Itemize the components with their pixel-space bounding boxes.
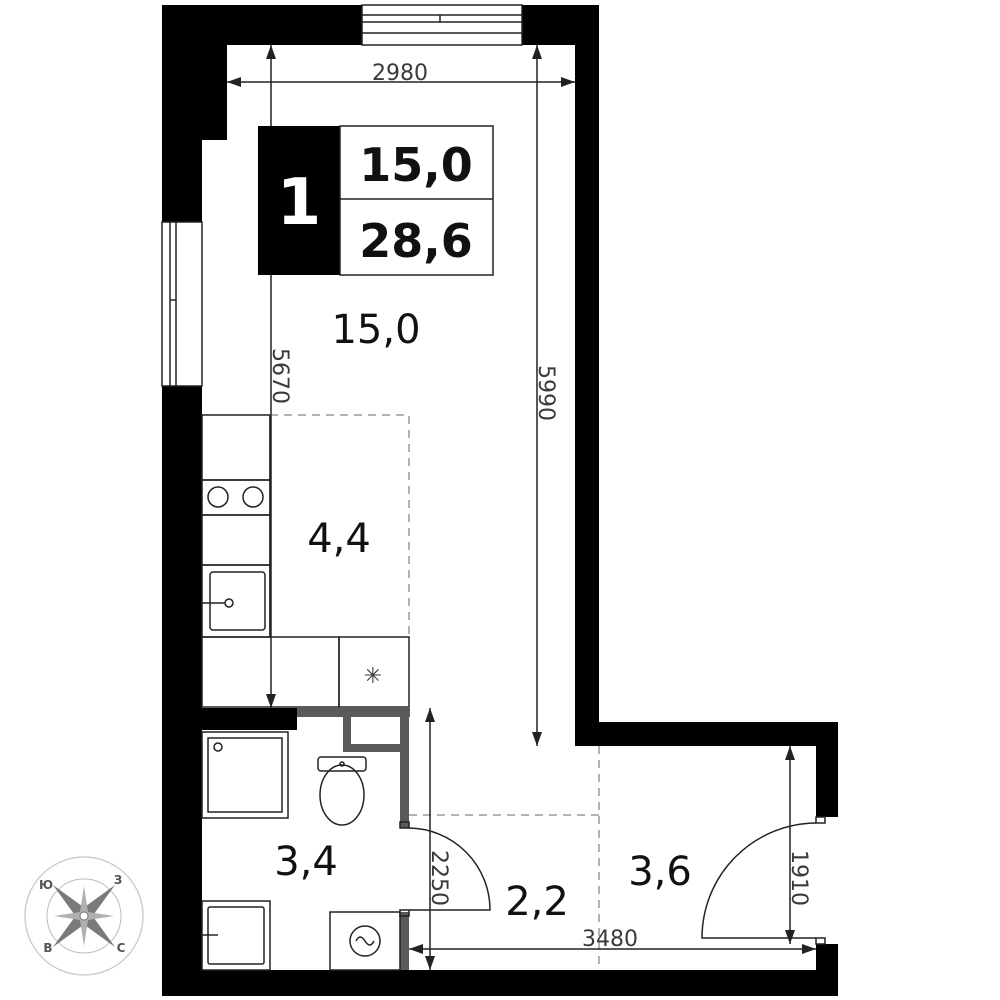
shower-inner — [207, 737, 283, 813]
toilet-tank — [317, 756, 367, 772]
compass-label-top-right: З — [114, 873, 123, 887]
badge-rooms-count: 1 — [277, 166, 322, 240]
badge-total-area: 28,6 — [359, 214, 473, 268]
wall-left-lower — [162, 386, 202, 996]
kitchen-units: ✳ — [201, 414, 410, 708]
wall-right — [575, 5, 599, 746]
badge-areas-box — [339, 125, 494, 276]
room-corridor-area: 2,2 — [505, 879, 569, 925]
partition-bath-top — [297, 708, 410, 717]
partition-shaft-bottom — [343, 744, 409, 752]
window-left — [161, 221, 203, 387]
burner-icon — [207, 486, 229, 508]
door-entry-jamb-top — [815, 816, 826, 824]
apartment-badge: 1 15,0 28,6 — [258, 125, 494, 276]
dim-top-width: 2980 — [372, 61, 428, 86]
room-kitchen-area: 4,4 — [307, 516, 371, 562]
window-top — [361, 4, 523, 46]
door-bath-jamb-bottom — [399, 909, 410, 917]
stove — [201, 479, 271, 516]
toilet-bowl — [319, 764, 365, 826]
partition-shaft-left — [343, 708, 351, 752]
door-entry-jamb-bottom — [815, 937, 826, 945]
doors — [399, 816, 826, 945]
wall-left-upper — [162, 5, 202, 222]
washer-drum-icon — [349, 925, 381, 957]
kitchen-zone — [270, 414, 410, 637]
kitchen-counter-mid — [201, 514, 271, 566]
wall-hall-top — [575, 722, 838, 746]
dim-left-height: 5670 — [267, 348, 292, 404]
shower-tray — [201, 731, 289, 819]
wall-bath-top — [202, 708, 297, 730]
compass-label-top-left: Ю — [39, 878, 53, 892]
wall-top-left — [202, 5, 362, 45]
kitchen-counter-top — [201, 414, 271, 481]
partition-bath-right-lower — [400, 912, 409, 970]
badge-living-area: 15,0 — [359, 138, 473, 192]
partition-bath-right — [400, 708, 409, 828]
room-living-area: 15,0 — [331, 307, 420, 353]
toilet-button-icon — [339, 761, 345, 767]
compass-rose-icon: З Ю В С — [24, 856, 144, 976]
bathroom-fixtures — [201, 731, 401, 971]
walls — [162, 5, 838, 996]
dim-entry-height: 1910 — [786, 850, 811, 906]
dim-right-height: 5990 — [533, 365, 558, 421]
washing-machine — [329, 911, 401, 971]
room-hall-area: 3,6 — [628, 849, 692, 895]
burner-icon — [242, 486, 264, 508]
asterisk-icon: ✳ — [364, 664, 382, 689]
compass-label-bottom-right: С — [117, 941, 126, 955]
door-bath-swing — [408, 827, 491, 911]
kitchen-sink — [201, 564, 271, 638]
wall-entry-upper — [816, 722, 838, 817]
zone-lines — [270, 414, 600, 970]
dimension-lines — [227, 45, 816, 970]
fridge — [338, 636, 410, 708]
windows — [161, 4, 523, 387]
door-bath-jamb-top — [399, 821, 410, 829]
partitions — [297, 708, 410, 970]
badge-rooms-bg — [258, 126, 340, 275]
kitchen-sink-basin — [209, 571, 266, 631]
sink-drain-icon — [224, 598, 234, 608]
shower-drain-icon — [213, 742, 223, 752]
dim-bath-height: 2250 — [426, 850, 451, 906]
room-bathroom-area: 3,4 — [274, 839, 338, 885]
dim-bottom-width: 3480 — [582, 927, 638, 952]
compass-label-bottom-left: В — [43, 941, 52, 955]
wall-bottom — [162, 970, 838, 996]
